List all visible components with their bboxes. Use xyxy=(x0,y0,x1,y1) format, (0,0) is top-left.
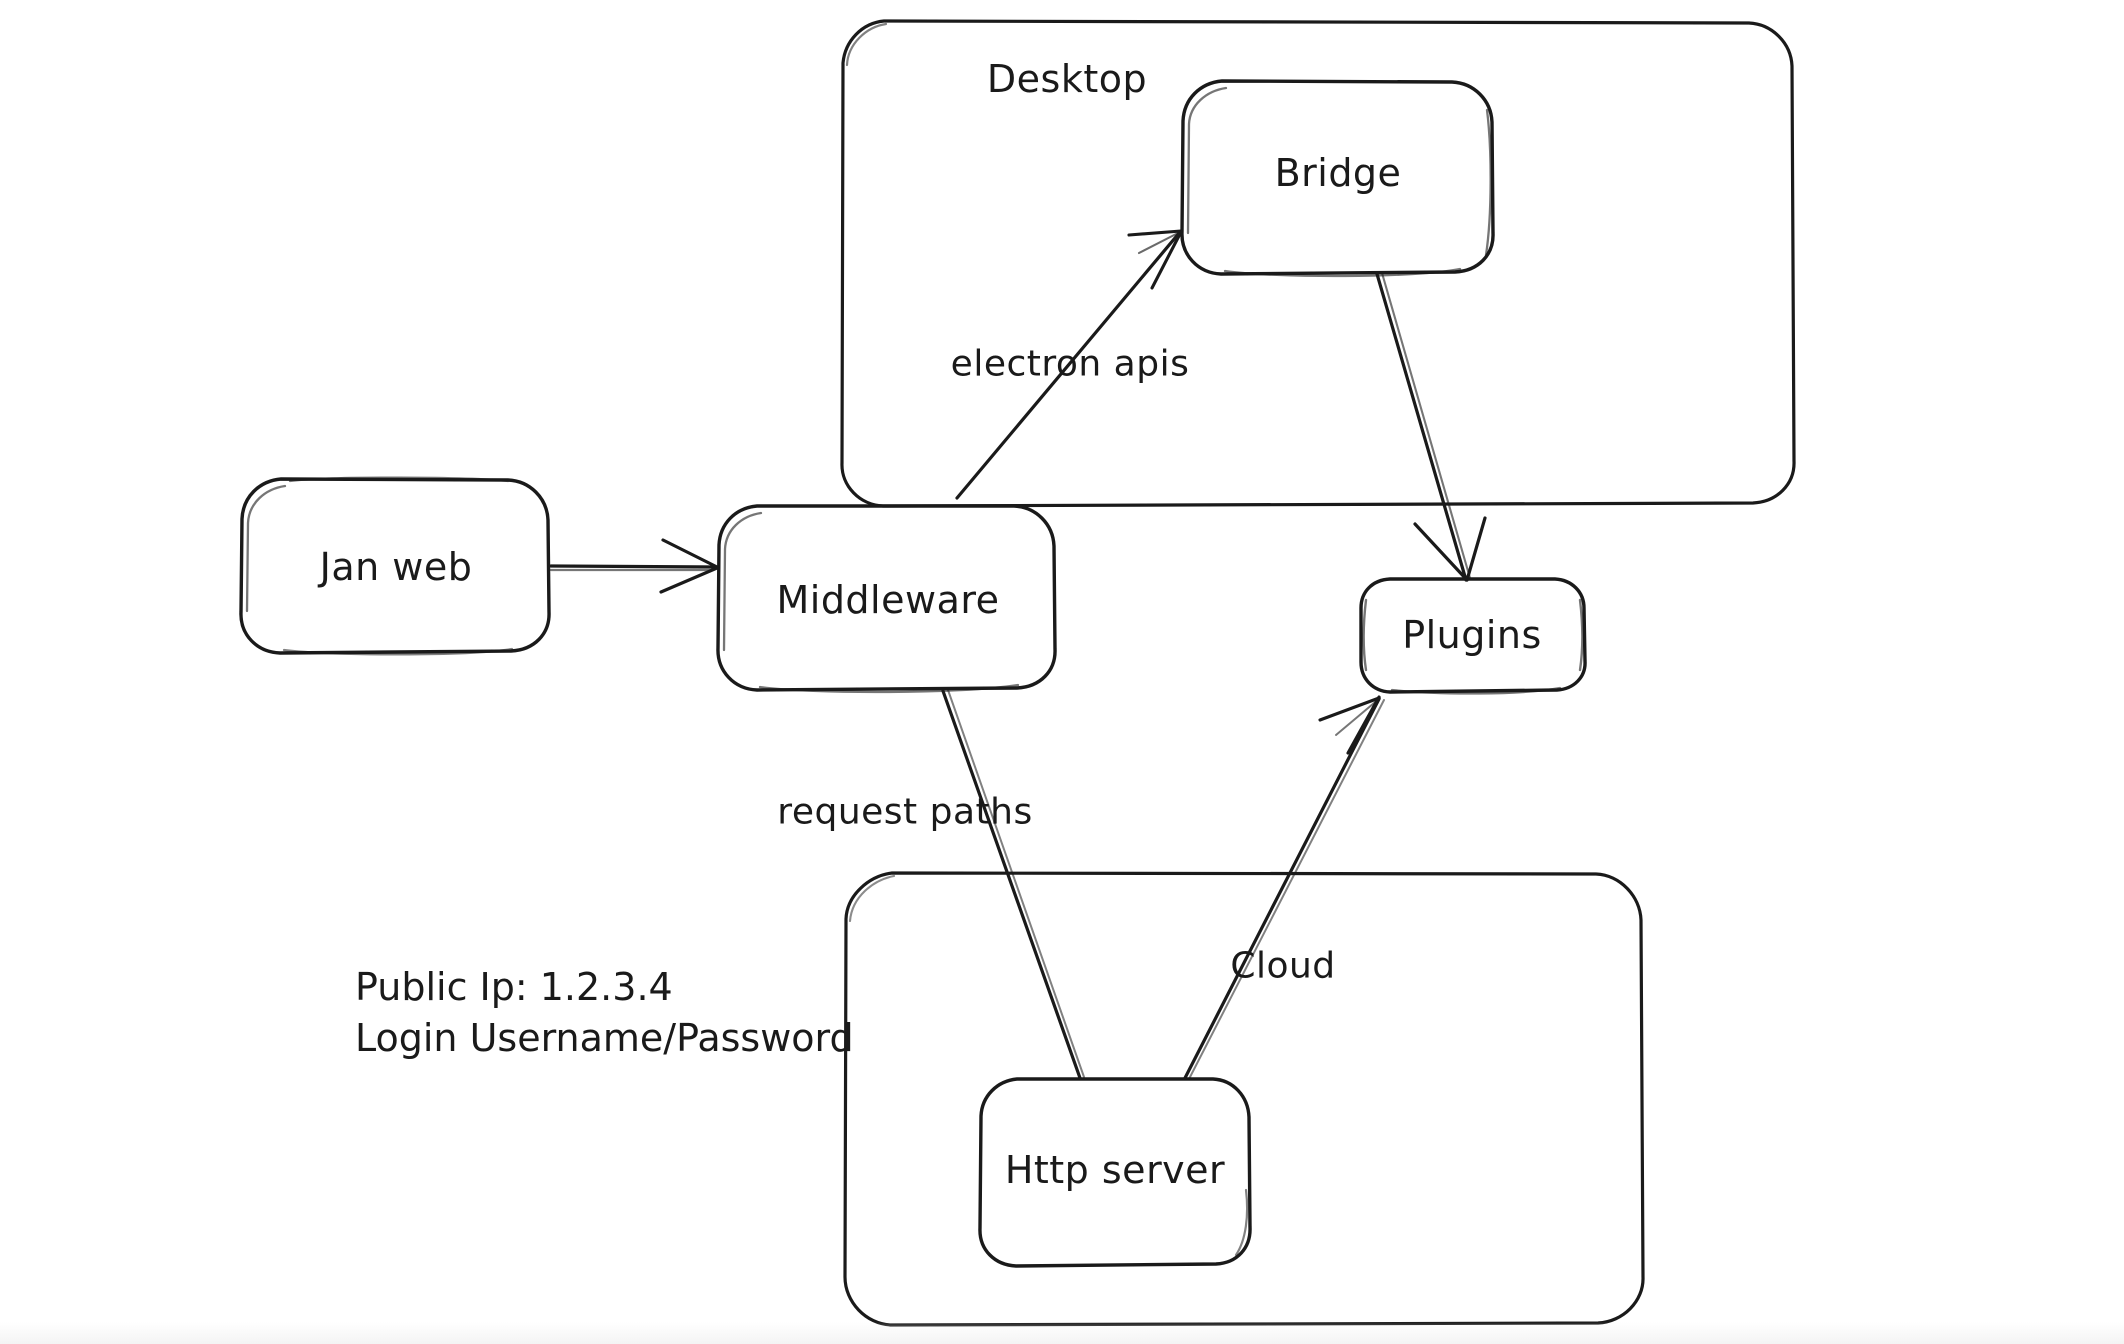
edge-bridge-to-plugins xyxy=(1375,271,1487,582)
note-line-public-ip: Public Ip: 1.2.3.4 xyxy=(355,965,673,1009)
edge-label-request-paths: request paths xyxy=(777,791,1033,833)
group-label-desktop: Desktop xyxy=(986,57,1148,101)
edge-http-server-to-middleware xyxy=(941,689,1085,1080)
group-desktop-outline xyxy=(840,19,1796,508)
node-http-server-outline xyxy=(978,1077,1252,1268)
note-line-login: Login Username/Password xyxy=(355,1015,854,1060)
node-jan-web-outline xyxy=(239,476,551,656)
edge-middleware-to-bridge xyxy=(955,229,1184,500)
node-bridge-outline xyxy=(1180,79,1495,278)
edge-jan-web-to-middleware xyxy=(549,538,719,594)
node-label-jan-web[interactable]: Jan web xyxy=(319,545,473,589)
edge-http-server-to-plugins xyxy=(1183,695,1385,1080)
node-middleware-outline xyxy=(716,504,1057,694)
node-label-middleware[interactable]: Middleware xyxy=(776,578,1000,622)
node-label-bridge[interactable]: Bridge xyxy=(1274,151,1402,195)
node-label-plugins[interactable]: Plugins xyxy=(1402,613,1542,657)
edge-label-electron-apis: electron apis xyxy=(950,343,1190,385)
node-plugins-outline xyxy=(1359,577,1587,695)
connection-note: Public Ip: 1.2.3.4 Login Username/Passwo… xyxy=(355,962,854,1064)
node-label-http-server[interactable]: Http server xyxy=(1004,1148,1226,1192)
bottom-edge-strip xyxy=(0,1322,2124,1344)
edge-label-cloud: Cloud xyxy=(1230,945,1336,987)
